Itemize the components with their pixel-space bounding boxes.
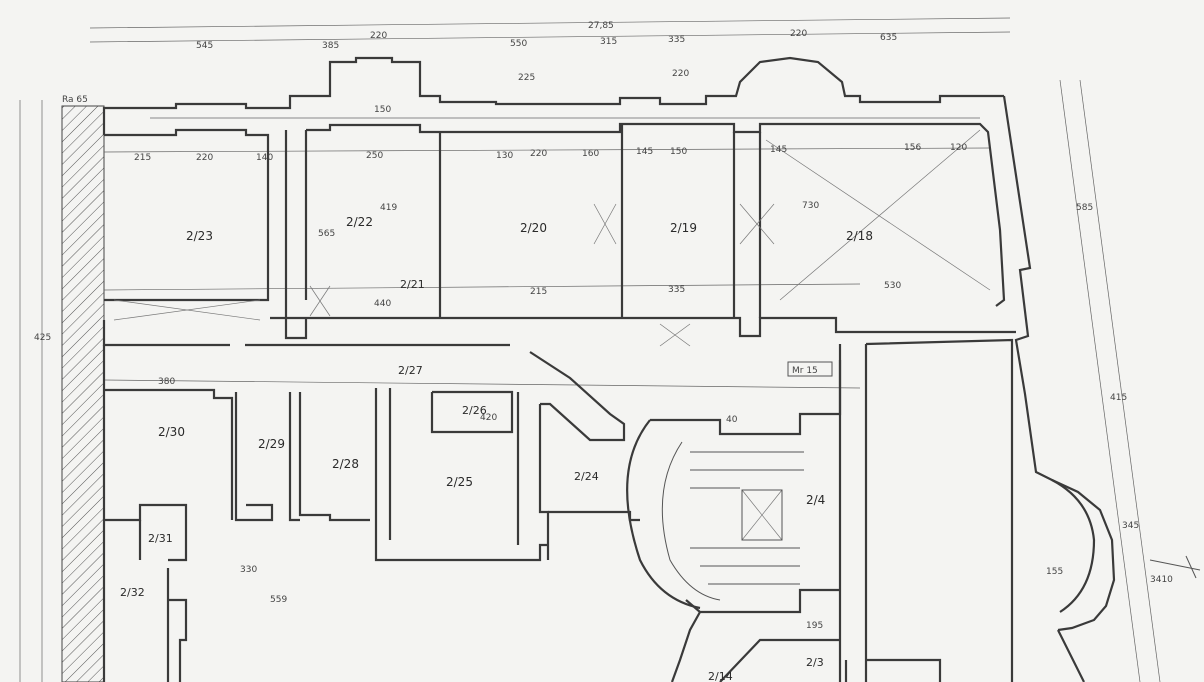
row-dimension-labels: 215 220 140 250 130 220 160 145 150 145 … — [134, 143, 967, 163]
svg-text:3410: 3410 — [1150, 575, 1173, 585]
room-labels: 2/23 2/22 2/20 2/19 2/18 2/21 2/30 2/29 … — [120, 215, 873, 682]
svg-text:120: 120 — [950, 143, 967, 153]
annotation-40: 40 — [726, 415, 738, 425]
room-label-2-31: 2/31 — [148, 532, 173, 545]
svg-text:150: 150 — [670, 147, 687, 157]
svg-text:220: 220 — [370, 31, 387, 41]
svg-text:419: 419 — [380, 203, 397, 213]
svg-text:140: 140 — [256, 153, 273, 163]
room-label-2-21: 2/21 — [400, 278, 425, 291]
svg-text:220: 220 — [530, 149, 547, 159]
svg-text:155: 155 — [1046, 567, 1063, 577]
room-label-2-4: 2/4 — [806, 493, 825, 507]
svg-text:156: 156 — [904, 143, 921, 153]
svg-text:380: 380 — [158, 377, 175, 387]
room-label-2-3: 2/3 — [806, 656, 824, 669]
svg-text:415: 415 — [1110, 393, 1127, 403]
annotation-mr15: Mr 15 — [792, 366, 818, 376]
svg-text:335: 335 — [668, 35, 685, 45]
top-dimension-labels: 27,85 545 385 220 550 315 335 220 635 22… — [196, 21, 897, 115]
svg-text:220: 220 — [196, 153, 213, 163]
room-label-2-29: 2/29 — [258, 437, 285, 451]
svg-text:150: 150 — [374, 105, 391, 115]
room-label-2-19: 2/19 — [670, 221, 697, 235]
svg-text:130: 130 — [496, 151, 513, 161]
room-label-2-27: 2/27 — [398, 364, 423, 377]
building-walls — [102, 56, 1116, 682]
svg-text:545: 545 — [196, 41, 213, 51]
room-label-2-32: 2/32 — [120, 586, 145, 599]
svg-text:220: 220 — [672, 69, 689, 79]
svg-text:550: 550 — [510, 39, 527, 49]
room-label-2-30: 2/30 — [158, 425, 185, 439]
svg-text:27,85: 27,85 — [588, 21, 614, 31]
room-label-2-25: 2/25 — [446, 475, 473, 489]
annotation-ra65: Ra 65 — [62, 95, 88, 105]
room-label-2-26: 2/26 — [462, 404, 487, 417]
svg-text:315: 315 — [600, 37, 617, 47]
diagonal-lines — [113, 129, 991, 541]
svg-text:425: 425 — [34, 333, 51, 343]
svg-text:559: 559 — [270, 595, 287, 605]
svg-text:345: 345 — [1122, 521, 1139, 531]
svg-text:330: 330 — [240, 565, 257, 575]
svg-text:440: 440 — [374, 299, 391, 309]
room-label-2-14: 2/14 — [708, 670, 733, 682]
svg-text:160: 160 — [582, 149, 599, 159]
svg-text:145: 145 — [636, 147, 653, 157]
misc-dimension-labels: 565 419 440 425 380 585 415 345 3410 730… — [34, 201, 1173, 631]
room-label-2-18: 2/18 — [846, 229, 873, 243]
room-label-2-23: 2/23 — [186, 229, 213, 243]
room-label-2-20: 2/20 — [520, 221, 547, 235]
svg-text:420: 420 — [480, 413, 497, 423]
svg-text:585: 585 — [1076, 203, 1093, 213]
svg-text:250: 250 — [366, 151, 383, 161]
svg-text:220: 220 — [790, 29, 807, 39]
svg-text:730: 730 — [802, 201, 819, 211]
section-arrow-icon — [1149, 555, 1201, 579]
svg-text:385: 385 — [322, 41, 339, 51]
svg-text:215: 215 — [530, 287, 547, 297]
annotations: Mr 15 40 Ra 65 — [62, 95, 833, 425]
svg-text:225: 225 — [518, 73, 535, 83]
svg-text:635: 635 — [880, 33, 897, 43]
svg-text:145: 145 — [770, 145, 787, 155]
svg-text:215: 215 — [134, 153, 151, 163]
room-label-2-28: 2/28 — [332, 457, 359, 471]
svg-text:195: 195 — [806, 621, 823, 631]
room-label-2-24: 2/24 — [574, 470, 599, 483]
room-label-2-22: 2/22 — [346, 215, 373, 229]
top-dimension-lines — [19, 17, 1161, 682]
svg-text:530: 530 — [884, 281, 901, 291]
svg-text:335: 335 — [668, 285, 685, 295]
stair-treads — [690, 451, 804, 585]
exterior-wall-hatch — [61, 105, 105, 682]
svg-text:565: 565 — [318, 229, 335, 239]
